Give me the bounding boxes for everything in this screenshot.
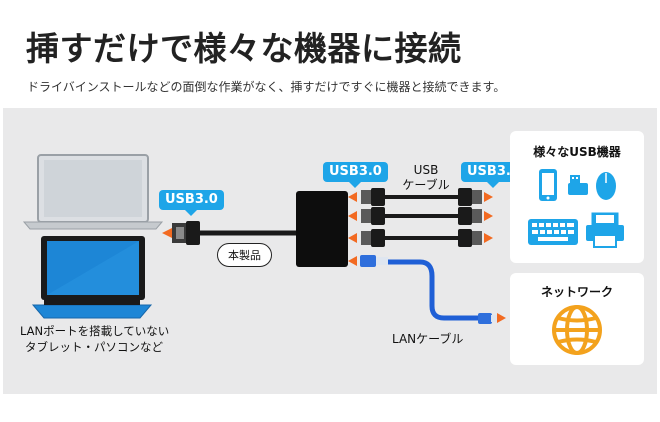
lan-cable-label: LANケーブル <box>392 332 464 346</box>
mouse-icon <box>596 172 616 200</box>
usb-devices-card: 様々なUSB機器 <box>510 131 644 263</box>
usb-cable-label-line2: ケーブル <box>402 178 450 192</box>
usb-cable-label: USB ケーブル <box>398 163 454 193</box>
product-usb-plug <box>162 221 300 245</box>
tablet-icon <box>31 236 153 319</box>
page-subtitle: ドライバインストールなどの面倒な作業がなく、挿すだけですぐに機器と接続できます。 <box>27 80 506 94</box>
page-title: 挿すだけで様々な機器に接続 <box>26 29 462 68</box>
laptop-icon <box>22 154 164 230</box>
usb-badge-hub: USB3.0 <box>323 162 388 188</box>
globe-icon <box>552 305 602 355</box>
usb-devices-card-title: 様々なUSB機器 <box>533 145 621 159</box>
hub-usb-ports <box>348 192 357 266</box>
tablet-caption-line2: タブレット・パソコンなど <box>25 340 163 354</box>
usb-cables <box>361 188 482 247</box>
printer-icon <box>586 212 624 248</box>
tablet-caption: LANポートを搭載していない タブレット・パソコンなど <box>20 323 170 355</box>
usb-cable-label-line1: USB <box>413 163 439 177</box>
product-label: 本製品 <box>217 243 272 267</box>
usb-stick-icon <box>568 175 588 195</box>
usb-devices-icons <box>528 169 624 248</box>
lan-cable <box>360 255 497 324</box>
tablet-caption-line1: LANポートを搭載していない <box>20 324 170 338</box>
network-card-title: ネットワーク <box>540 285 613 299</box>
network-card: ネットワーク <box>510 273 644 365</box>
keyboard-icon <box>528 219 578 245</box>
smartphone-icon <box>539 169 557 201</box>
usb-badge-product: USB3.0 <box>159 190 224 216</box>
usb-badge-devices: USB3.0 <box>461 162 526 188</box>
usb-hub-product <box>296 191 348 267</box>
device-port-arrows <box>484 192 506 323</box>
